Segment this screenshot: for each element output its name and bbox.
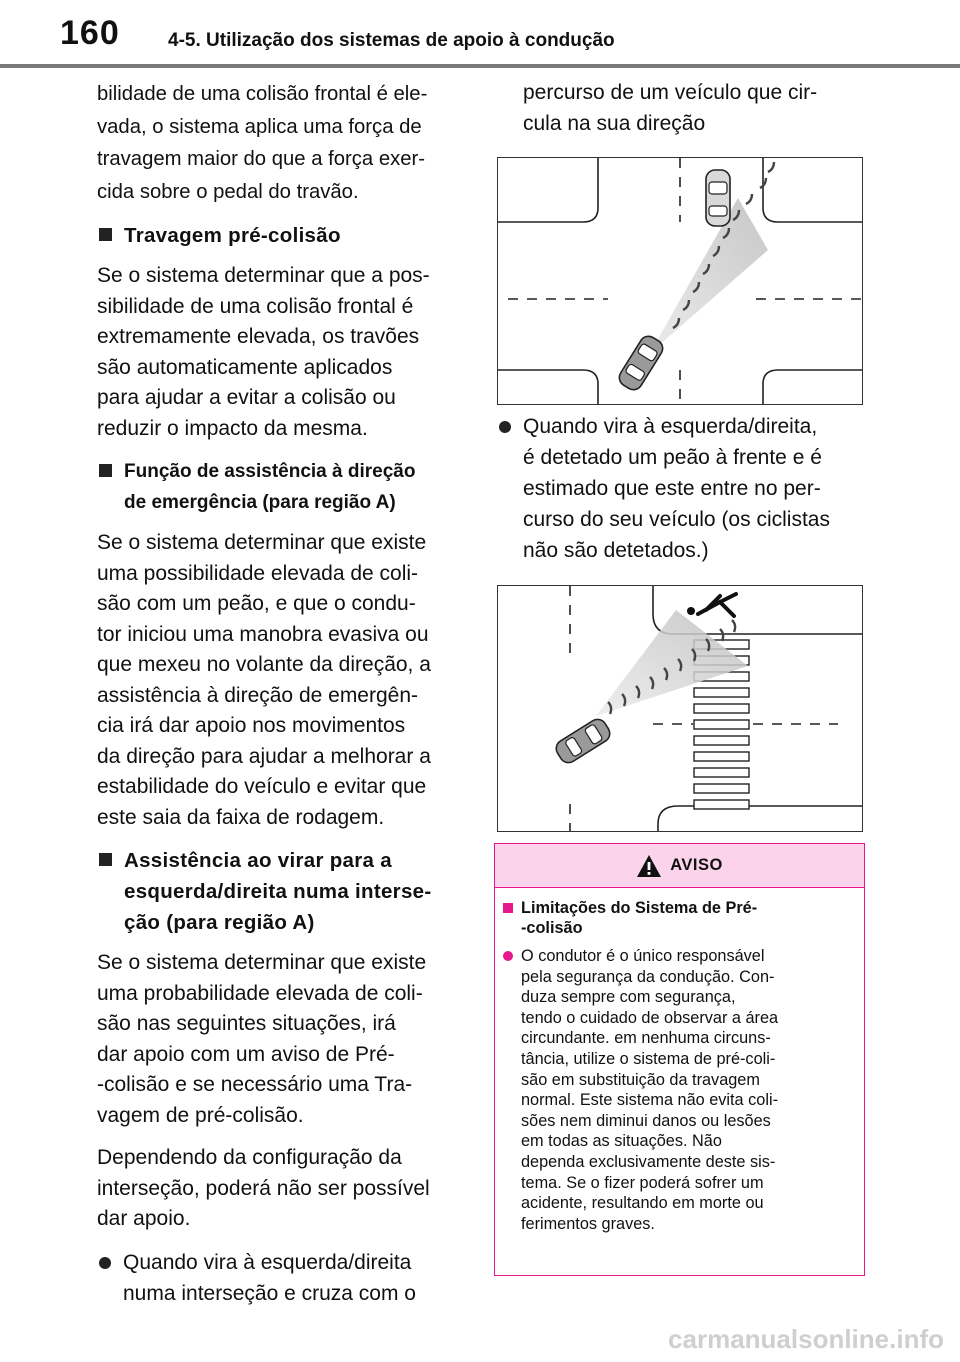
road-corner-br bbox=[762, 369, 862, 404]
oncoming-car-icon bbox=[705, 169, 731, 227]
round-bullet-icon bbox=[99, 1256, 111, 1269]
warning-body: Limitações do Sistema de Pré- -colisão O… bbox=[495, 888, 864, 1234]
square-bullet-icon bbox=[503, 903, 513, 913]
heading-text: Travagem pré-colisão bbox=[124, 224, 341, 247]
heading-text: Função de assistência à direção de emerg… bbox=[124, 461, 416, 513]
warning-title: AVISO bbox=[670, 856, 723, 874]
radar-waves bbox=[672, 161, 776, 330]
bullet-pedestrian: Quando vira à esquerda/direita, é deteta… bbox=[497, 411, 864, 566]
bullet-text: Quando vira à esquerda/direita, é deteta… bbox=[523, 415, 830, 562]
warning-triangle-icon bbox=[637, 854, 662, 877]
square-bullet-icon bbox=[99, 464, 112, 477]
continuation-paragraph: percurso de um veículo que cir- cula na … bbox=[523, 81, 818, 135]
detection-beam bbox=[596, 610, 748, 716]
own-car-icon bbox=[618, 335, 664, 391]
round-bullet-icon bbox=[503, 951, 513, 961]
brake-paragraph: Se o sistema determinar que a pos- sibil… bbox=[97, 264, 430, 440]
warning-subheading-text: Limitações do Sistema de Pré- -colisão bbox=[521, 899, 758, 937]
intersection-diagram bbox=[498, 158, 862, 404]
warning-header: AVISO bbox=[495, 844, 864, 888]
radar-waves bbox=[607, 619, 737, 715]
heading-emergency-steering: Função de assistência à direção de emerg… bbox=[97, 456, 467, 518]
heading-text: Assistência ao virar para a esquerda/dir… bbox=[124, 849, 432, 934]
heading-turn-assist: Assistência ao virar para a esquerda/dir… bbox=[97, 845, 467, 938]
detection-beam bbox=[650, 198, 768, 353]
warning-bullet-text: O condutor é o único responsável pela se… bbox=[521, 947, 779, 1233]
road-corner-bottom bbox=[657, 805, 862, 831]
depend-paragraph: Dependendo da configuração da interseção… bbox=[97, 1146, 430, 1230]
right-column: percurso de um veículo que cir- cula na … bbox=[497, 78, 864, 139]
square-bullet-icon bbox=[99, 228, 112, 241]
warning-subheading: Limitações do Sistema de Pré- -colisão bbox=[503, 898, 852, 938]
oncoming-vehicle-figure bbox=[497, 157, 863, 405]
pedestrian-icon bbox=[687, 592, 738, 618]
right-bullet-block: Quando vira à esquerda/direita, é deteta… bbox=[497, 411, 864, 566]
road-corner-tr bbox=[762, 158, 862, 223]
road-corner-tl bbox=[498, 158, 599, 223]
bullet-text: Quando vira à esquerda/direita numa inte… bbox=[123, 1250, 416, 1305]
steering-paragraph: Se o sistema determinar que existe uma p… bbox=[97, 531, 431, 829]
warning-box: AVISO Limitações do Sistema de Pré- -col… bbox=[494, 843, 865, 1276]
intro-paragraph: bilidade de uma colisão frontal é ele- v… bbox=[97, 83, 428, 203]
turn-paragraph: Se o sistema determinar que existe uma p… bbox=[97, 951, 427, 1127]
bullet-crossing-vehicle: Quando vira à esquerda/direita numa inte… bbox=[97, 1247, 467, 1309]
left-column: bilidade de uma colisão frontal é ele- v… bbox=[97, 78, 467, 1309]
road-corner-bl bbox=[498, 369, 599, 404]
own-car-icon bbox=[555, 718, 611, 764]
pedestrian-crossing-diagram bbox=[555, 586, 862, 831]
watermark: carmanualsonline.info bbox=[668, 1324, 944, 1354]
warning-bullet: O condutor é o único responsável pela se… bbox=[503, 946, 852, 1234]
round-bullet-icon bbox=[499, 421, 511, 433]
square-bullet-icon bbox=[99, 853, 112, 866]
section-title: 4-5. Utilização dos sistemas de apoio à … bbox=[168, 30, 615, 51]
header-rule bbox=[0, 64, 960, 68]
page-number: 160 bbox=[60, 14, 120, 52]
pedestrian-figure bbox=[497, 585, 863, 832]
heading-pre-collision-brake: Travagem pré-colisão bbox=[97, 220, 467, 251]
